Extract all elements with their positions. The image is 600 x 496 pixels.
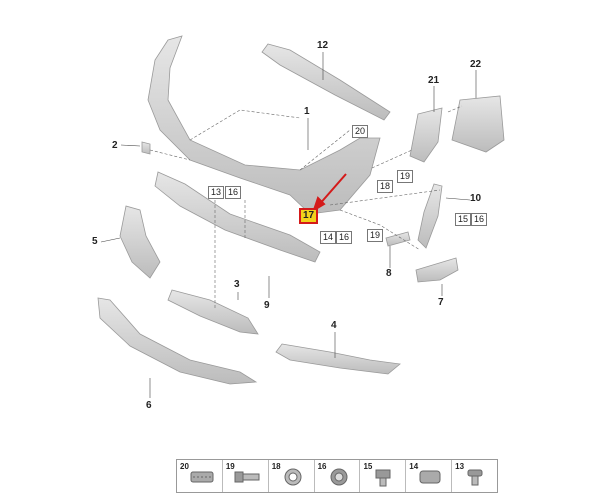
legend-number: 19 [225, 462, 235, 471]
part-22-air-guide [451, 95, 505, 153]
ref-box-13: 13 [208, 186, 225, 199]
legend-number: 14 [409, 462, 419, 471]
legend-number: 13 [455, 462, 465, 471]
rivet-icon [467, 469, 483, 486]
part-12-upper-strip [261, 43, 391, 121]
legend-number: 20 [180, 462, 189, 471]
legend-cell[interactable]: 18 [269, 460, 315, 492]
legend-cell[interactable]: 14 [406, 460, 453, 492]
part-6-front-spoiler [97, 297, 258, 385]
callout-12: 12 [317, 40, 329, 51]
ref-box-19-b: 19 [367, 229, 384, 242]
ref-box-14: 14 [320, 231, 337, 244]
clip-icon [190, 471, 214, 483]
legend-cell[interactable]: 20 [177, 460, 223, 492]
callout-21: 21 [428, 75, 440, 86]
part-21-bracket [409, 107, 443, 163]
highlight-part-17[interactable]: 17 [299, 208, 319, 224]
legend-cell[interactable]: 16 [315, 460, 361, 492]
callout-2: 2 [112, 140, 118, 151]
legend-cell[interactable]: 15 [360, 460, 407, 492]
part-9-grille [154, 171, 321, 263]
legend-number: 15 [363, 462, 373, 471]
callout-10: 10 [470, 193, 482, 204]
part-2-clip [141, 141, 151, 155]
callout-9: 9 [264, 300, 270, 311]
callout-22: 22 [470, 59, 482, 70]
grommet-icon [284, 468, 302, 486]
legend-cell[interactable]: 19 [223, 460, 269, 492]
part-8-clip [385, 231, 411, 247]
callout-6: 6 [146, 400, 152, 411]
callout-1: 1 [304, 106, 310, 117]
ref-box-18: 18 [377, 180, 394, 193]
part-3-lower-grille [167, 289, 259, 335]
part-10-side-trim [417, 183, 443, 249]
ref-box-19: 19 [397, 170, 414, 183]
ref-box-20: 20 [352, 125, 369, 138]
part-7-trim [415, 257, 459, 283]
screw-icon [234, 471, 260, 483]
ref-box-16: 16 [225, 186, 242, 199]
callout-8: 8 [386, 268, 392, 279]
legend-cell[interactable]: 13 [452, 460, 497, 492]
nut-icon [330, 468, 348, 486]
callout-5: 5 [92, 236, 98, 247]
callout-4: 4 [331, 320, 337, 331]
fastener-legend: 20 19 18 16 15 14 13 [176, 459, 498, 493]
bolt-icon [375, 469, 391, 487]
ref-box-16-b: 16 [336, 231, 353, 244]
part-4-lower-lip [275, 343, 401, 375]
legend-number: 18 [271, 462, 281, 471]
legend-number: 16 [317, 462, 327, 471]
ref-box-16-c: 16 [471, 213, 488, 226]
expansion-nut-icon [419, 470, 441, 484]
part-5-side-trim [119, 205, 161, 279]
callout-7: 7 [438, 297, 444, 308]
callout-3: 3 [234, 279, 240, 290]
ref-box-15: 15 [455, 213, 472, 226]
part-1-bumper-cover [147, 35, 381, 215]
